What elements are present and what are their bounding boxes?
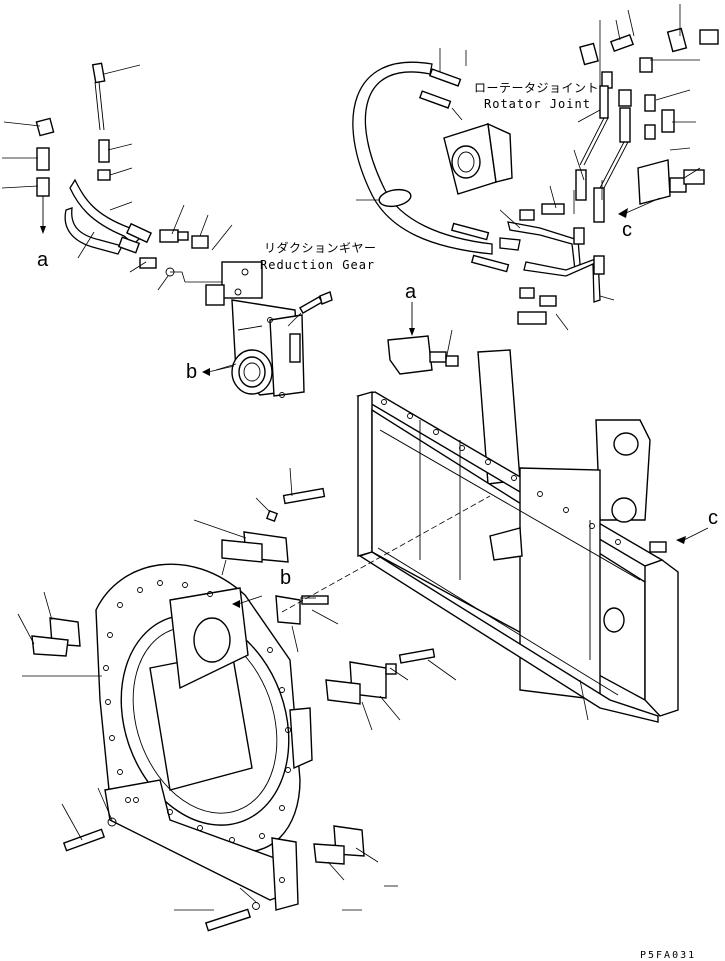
fork-carriage-frame: [356, 349, 709, 723]
ref-b-gear-label: b: [186, 361, 197, 383]
rotator-joint-ja-label: ローテータジョイント: [474, 81, 599, 95]
ref-a-mid-label: a: [405, 281, 417, 303]
ref-c-right-label: c: [708, 507, 718, 529]
rotator-joint-assembly: [352, 48, 521, 273]
ref-b-bracket-label: b: [280, 567, 291, 589]
reduction-gear: [170, 261, 333, 398]
tube-assembly-right: [499, 4, 719, 331]
mounting-plate: [22, 563, 313, 911]
hose-assembly-left: [1, 62, 233, 291]
ref-c-top-label: c: [622, 219, 632, 241]
reduction-gear-en-label: Reduction Gear: [260, 258, 375, 272]
valve-block-mid: [387, 302, 459, 375]
assembly-center-line: [281, 495, 491, 613]
reduction-gear-ja-label: リダクションギヤー: [264, 240, 377, 255]
drawing-code: P5FA031: [640, 950, 696, 961]
ref-a-left-label: a: [37, 249, 49, 271]
wear-pads-and-bolts: [17, 467, 457, 932]
rotator-joint-en-label: Rotator Joint: [484, 97, 591, 111]
